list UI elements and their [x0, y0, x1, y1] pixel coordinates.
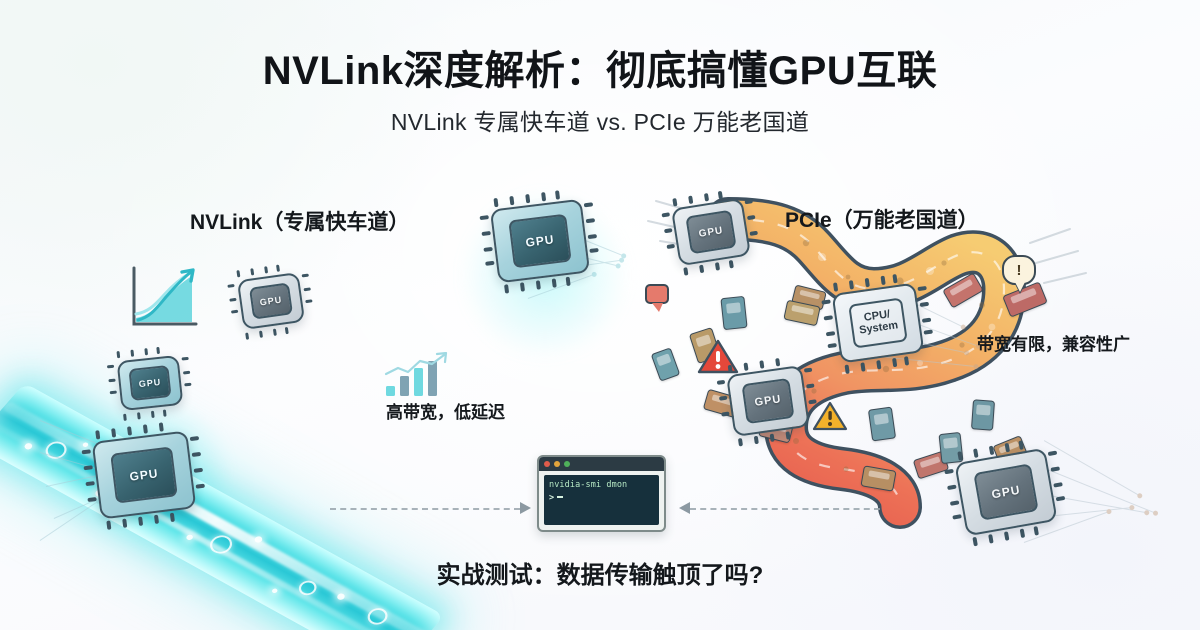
terminal-prompt: > — [549, 492, 555, 503]
gpu-chip-left-upper: GPU — [227, 264, 313, 340]
speech-bubble-body — [645, 284, 669, 304]
arrow-head-left-icon — [679, 502, 690, 514]
gpu-chip-left-mid: GPU — [106, 346, 192, 421]
arrow-head-right-icon — [520, 502, 531, 514]
gpu-chip-right-mid: GPU — [716, 358, 817, 447]
terminal-screen[interactable]: nvidia-smi dmon > — [544, 475, 659, 525]
car — [720, 295, 748, 331]
gpu-chip-right-bottom: GPU — [944, 440, 1066, 547]
terminal-window[interactable]: nvidia-smi dmon > — [537, 455, 666, 532]
pcie-road-group — [600, 185, 1160, 545]
gpu-chip-right-top: GPU — [661, 190, 758, 276]
chip-label: GPU — [972, 463, 1040, 521]
nvlink-data-lane — [0, 382, 445, 630]
chip-label: GPU — [249, 282, 293, 320]
arrow-line-left — [330, 508, 520, 510]
nvlink-annotation: 高带宽，低延迟 — [386, 403, 505, 422]
rising-area-chart-icon — [122, 262, 202, 336]
gpu-chip-left-bottom: GPU — [81, 422, 206, 530]
gpu-chip-left-top-right: GPU — [479, 190, 599, 294]
car — [867, 406, 897, 442]
nvlink-lane-core — [0, 382, 445, 630]
chip-label: CPU/ System — [848, 297, 908, 349]
chip-label: GPU — [685, 210, 737, 254]
cpu-system-chip: CPU/ System — [821, 273, 934, 374]
nvlink-section-label: NVLink（专属快车道） — [190, 211, 410, 234]
page-subtitle: NVLink 专属快车道 vs. PCIe 万能老国道 — [390, 109, 810, 135]
pcie-section-label: PCIe（万能老国道） — [785, 209, 979, 232]
alert-speech-bubble-icon — [645, 284, 669, 312]
exclamation-glyph: ! — [1016, 261, 1022, 279]
chip-label: GPU — [507, 213, 573, 269]
cpu-label-line2: System — [858, 319, 899, 337]
chip-label: GPU — [110, 446, 178, 504]
terminal-titlebar — [539, 457, 664, 471]
arrow-line-right — [690, 508, 880, 510]
terminal-caret — [557, 495, 564, 498]
chip-label: GPU — [128, 365, 172, 401]
pcie-annotation: 带宽有限，兼容性广 — [977, 335, 1130, 354]
terminal-minimize-dot[interactable] — [554, 461, 560, 467]
rising-bar-chart-icon — [382, 351, 456, 398]
speech-bubble-tail — [652, 303, 663, 312]
terminal-close-dot[interactable] — [544, 461, 550, 467]
exclamation-bubble-icon: ! — [1002, 255, 1036, 285]
chip-label: GPU — [741, 377, 795, 425]
car — [970, 399, 996, 431]
terminal-maximize-dot[interactable] — [564, 461, 570, 467]
terminal-command-line: nvidia-smi dmon — [549, 480, 628, 490]
pcie-road-svg — [647, 197, 1087, 529]
footer-caption: 实战测试：数据传输触顶了吗? — [436, 562, 764, 589]
page-title: NVLink深度解析：彻底搞懂GPU互联 — [262, 49, 938, 93]
